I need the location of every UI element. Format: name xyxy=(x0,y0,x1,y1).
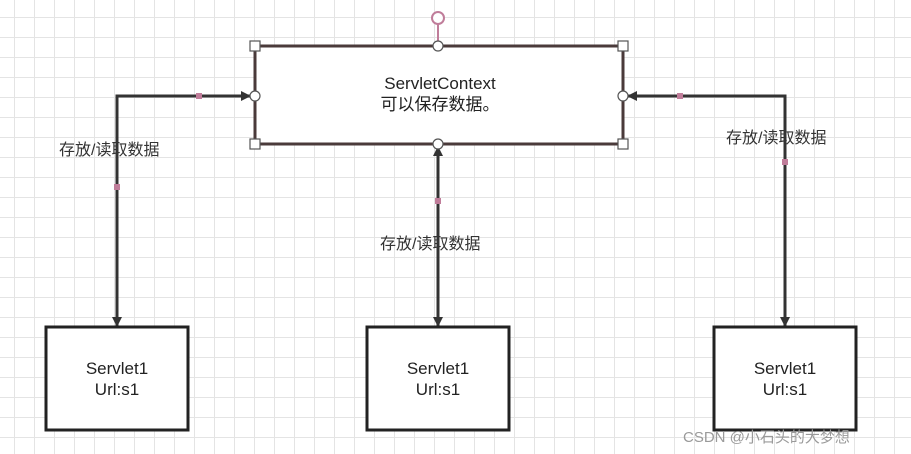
connection-point-right[interactable] xyxy=(617,90,629,102)
connector-left[interactable] xyxy=(115,91,251,326)
resize-handle-bottom-left[interactable] xyxy=(249,138,261,150)
waypoint-handle[interactable] xyxy=(435,198,441,204)
resize-handle-top-left[interactable] xyxy=(249,40,261,52)
rotate-handle[interactable] xyxy=(431,11,445,25)
waypoint-handle[interactable] xyxy=(114,184,120,190)
waypoint-handle[interactable] xyxy=(677,93,683,99)
waypoint-handle[interactable] xyxy=(196,93,202,99)
servlet-url: Url:s1 xyxy=(415,380,461,399)
edge-label-middle: 存放/读取数据 xyxy=(380,236,481,253)
edge-label-left: 存放/读取数据 xyxy=(59,142,160,159)
connection-point-left[interactable] xyxy=(249,90,261,102)
resize-handle-top-right[interactable] xyxy=(617,40,629,52)
servlet-box-middle[interactable] xyxy=(365,325,511,432)
servlet-context-label: ServletContext 可以保存数据。 xyxy=(258,73,622,115)
csdn-watermark: CSDN @小石头的大梦想 xyxy=(683,429,850,446)
servlet-name: Servlet1 xyxy=(85,359,149,378)
servlet-box-left-label: Servlet1 Url:s1 xyxy=(46,358,188,400)
servlet-url: Url:s1 xyxy=(762,380,808,399)
servlet-box-left[interactable] xyxy=(44,325,190,432)
servlet-box-right[interactable] xyxy=(712,325,858,432)
servlet-name: Servlet1 xyxy=(753,359,817,378)
servlet-context-subtitle: 可以保存数据。 xyxy=(380,95,500,114)
servlet-box-right-label: Servlet1 Url:s1 xyxy=(714,358,856,400)
servlet-url: Url:s1 xyxy=(94,380,140,399)
connection-point-bottom[interactable] xyxy=(432,138,444,150)
servlet-name: Servlet1 xyxy=(406,359,470,378)
servlet-context-title: ServletContext xyxy=(384,74,496,93)
connection-point-top[interactable] xyxy=(432,40,444,52)
edge-label-right: 存放/读取数据 xyxy=(726,130,827,147)
waypoint-handle[interactable] xyxy=(782,159,788,165)
servlet-box-middle-label: Servlet1 Url:s1 xyxy=(367,358,509,400)
resize-handle-bottom-right[interactable] xyxy=(617,138,629,150)
